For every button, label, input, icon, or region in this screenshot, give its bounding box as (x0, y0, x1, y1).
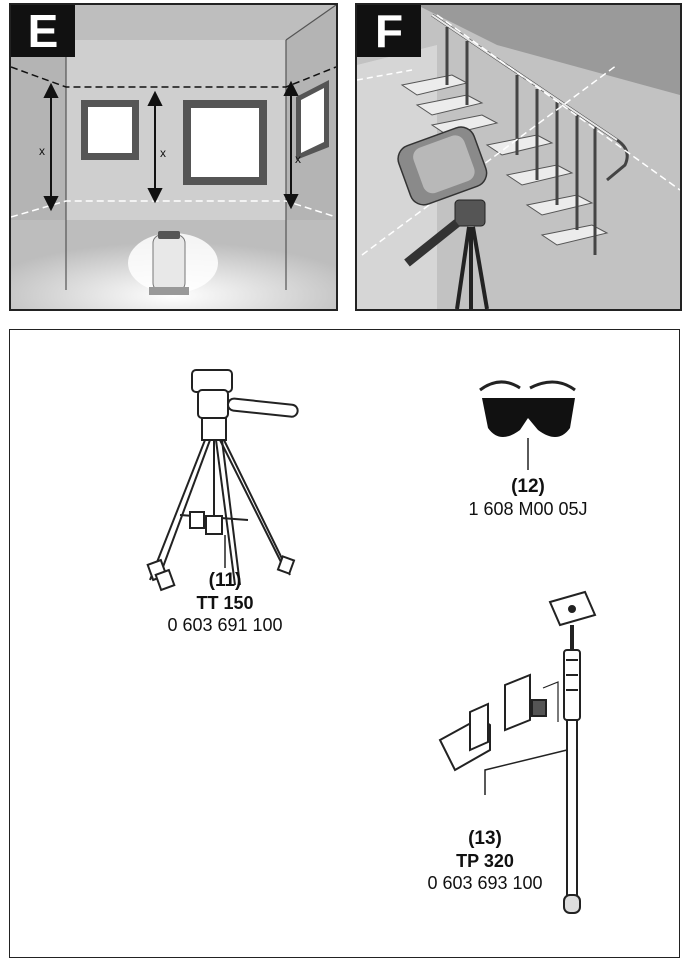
ceiling (11, 5, 336, 40)
parallel-laser-line (436, 14, 680, 191)
rotation-laser-device (128, 231, 218, 295)
figure-e-room-illustration: x x x E (9, 3, 338, 311)
room-scene: x x x (11, 5, 336, 309)
accessory-number: (12) (511, 476, 545, 497)
accessory-12-label: (12) 1 608 M00 05J (458, 476, 598, 520)
inclined-laser-line (361, 64, 618, 256)
pole-bracket-icon (438, 673, 547, 772)
accessory-model: TT 150 (196, 593, 254, 613)
accessory-model: TP 320 (456, 851, 514, 871)
tilted-rotation-laser (397, 126, 488, 206)
stair-wall (357, 45, 437, 309)
pole-callout-line (484, 749, 568, 795)
accessory-11-label: (11) TT 150 0 603 691 100 (160, 570, 290, 636)
dimension-x-label-3: x (295, 152, 301, 166)
laser-glasses-icon (479, 380, 576, 438)
upper-laser-line (11, 66, 336, 88)
accessory-number: (11) (208, 570, 242, 591)
dimension-x-label-2: x (160, 146, 166, 160)
accessory-number: (13) (468, 828, 502, 849)
lower-laser-line (11, 200, 336, 218)
tripod-icon (146, 369, 299, 592)
accessories-panel: (11) TT 150 0 603 691 100 (12) 1 608 M00… (9, 329, 680, 958)
figure-letter-badge: E (11, 5, 75, 57)
height-dimension-arrows (43, 80, 299, 212)
staircase-scene (357, 5, 680, 309)
accessory-13-label: (13) TP 320 0 603 693 100 (410, 828, 560, 894)
accessory-part-number: 1 608 M00 05J (468, 499, 588, 519)
telescopic-pole-icon (548, 590, 597, 914)
dimension-x-label-1: x (39, 144, 45, 158)
accessory-part-number: 0 603 693 100 (427, 873, 543, 893)
tripod-head (404, 199, 489, 309)
figure-f-staircase-illustration: F (355, 3, 682, 311)
accessory-part-number: 0 603 691 100 (167, 615, 283, 635)
accessories-drawings (146, 369, 597, 914)
figure-letter-badge: F (357, 5, 421, 57)
